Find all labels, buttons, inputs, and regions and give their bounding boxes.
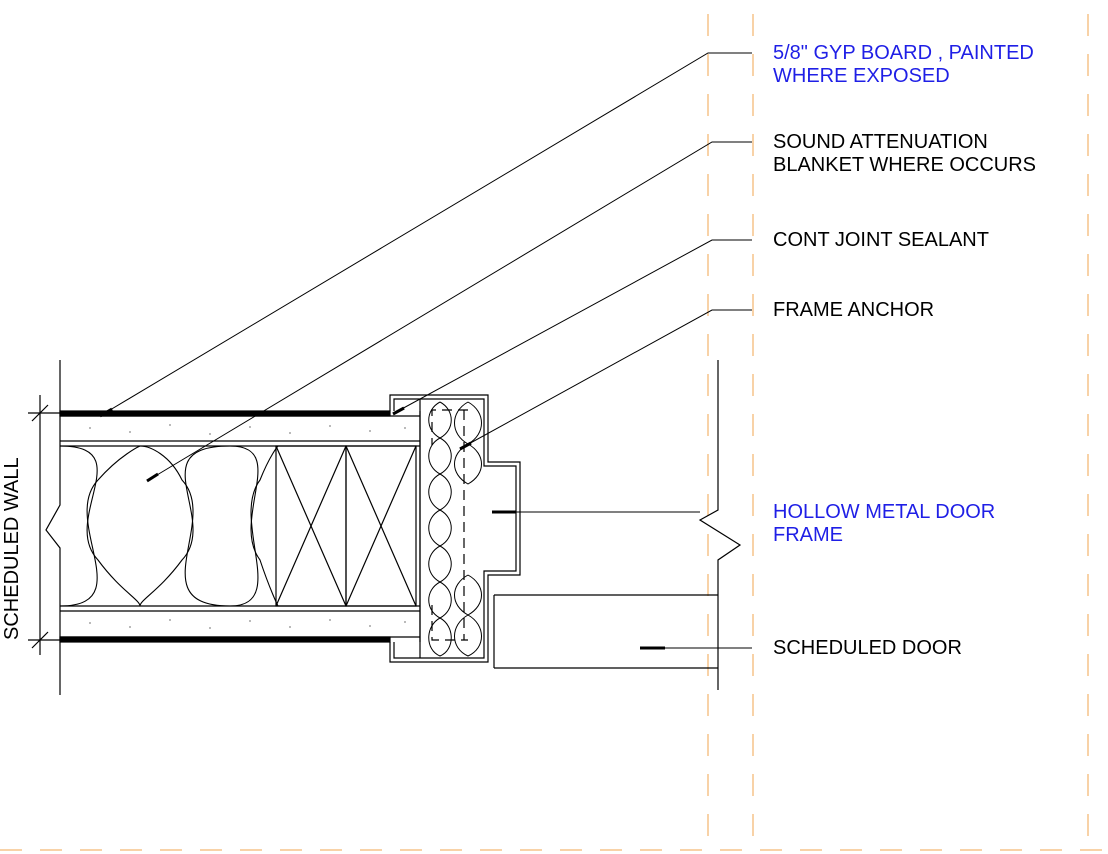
wall-break-line-left xyxy=(45,360,61,695)
note-gyp-board: 5/8" GYP BOARD , PAINTED WHERE EXPOSED xyxy=(773,42,1034,88)
insulation-batt xyxy=(59,445,279,607)
note-frame-line2: FRAME xyxy=(773,524,843,546)
scheduled-door xyxy=(493,594,718,669)
note-sound-blanket: SOUND ATTENUATION BLANKET WHERE OCCURS xyxy=(773,131,1036,177)
note-anchor-line1: FRAME ANCHOR xyxy=(773,299,935,321)
gyp-speckle xyxy=(89,424,406,629)
frame-anchor xyxy=(431,409,468,641)
note-anchor: FRAME ANCHOR xyxy=(773,299,934,322)
wood-blocking xyxy=(275,445,417,607)
hollow-metal-frame xyxy=(389,394,521,663)
door-break-line-right xyxy=(698,360,742,690)
note-sealant: CONT JOINT SEALANT xyxy=(773,229,989,252)
frame-insulation xyxy=(428,401,482,657)
note-door: SCHEDULED DOOR xyxy=(773,637,962,660)
note-sound-blanket-line2: BLANKET WHERE OCCURS xyxy=(773,154,1037,176)
note-sound-blanket-line1: SOUND ATTENUATION xyxy=(773,131,988,153)
note-frame-line1: HOLLOW METAL DOOR xyxy=(773,501,996,523)
scheduled-wall-label: SCHEDULED WALL xyxy=(1,457,23,640)
leader-ticks xyxy=(99,406,665,650)
leader-lines xyxy=(104,52,752,649)
note-gyp-board-line1: 5/8" GYP BOARD , PAINTED xyxy=(773,42,1034,64)
note-frame: HOLLOW METAL DOOR FRAME xyxy=(773,501,995,547)
note-sealant-line1: CONT JOINT SEALANT xyxy=(773,229,989,251)
note-gyp-board-line2: WHERE EXPOSED xyxy=(773,65,950,87)
guide-lines xyxy=(0,14,1108,851)
note-door-line1: SCHEDULED DOOR xyxy=(773,637,962,659)
wall-dimension-line xyxy=(28,395,62,655)
